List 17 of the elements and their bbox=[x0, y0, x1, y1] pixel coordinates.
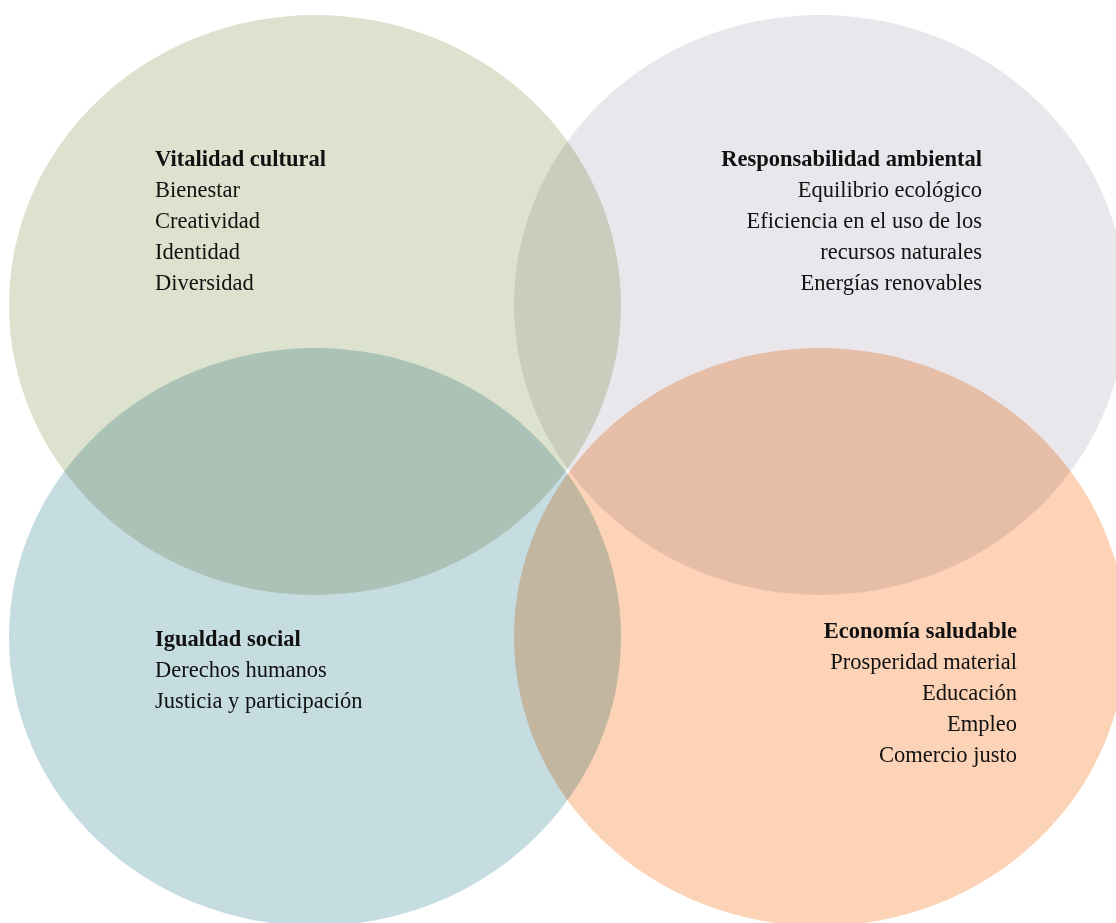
list-item: Educación bbox=[921, 679, 1017, 707]
circle-heading: Vitalidad cultural bbox=[155, 145, 328, 173]
circle-heading: Economía saludable bbox=[822, 617, 1017, 645]
list-item: Justicia y participación bbox=[155, 687, 364, 715]
list-item: Equilibrio ecológico bbox=[796, 176, 982, 204]
list-item: Diversidad bbox=[155, 269, 255, 297]
list-item: Eficiencia en el uso de los recursos naturales bbox=[745, 207, 982, 266]
circle-heading: Igualdad social bbox=[155, 625, 302, 653]
list-item: Prosperidad material bbox=[829, 648, 1017, 676]
list-item: Empleo bbox=[946, 710, 1017, 738]
list-item: Comercio justo bbox=[877, 741, 1017, 769]
list-item: Creatividad bbox=[155, 207, 261, 235]
list-item: Energías renovables bbox=[799, 269, 982, 297]
list-item: Derechos humanos bbox=[155, 656, 328, 684]
list-item: Identidad bbox=[155, 238, 241, 266]
circle-heading: Responsabilidad ambiental bbox=[720, 145, 982, 173]
list-item: Bienestar bbox=[155, 176, 241, 204]
